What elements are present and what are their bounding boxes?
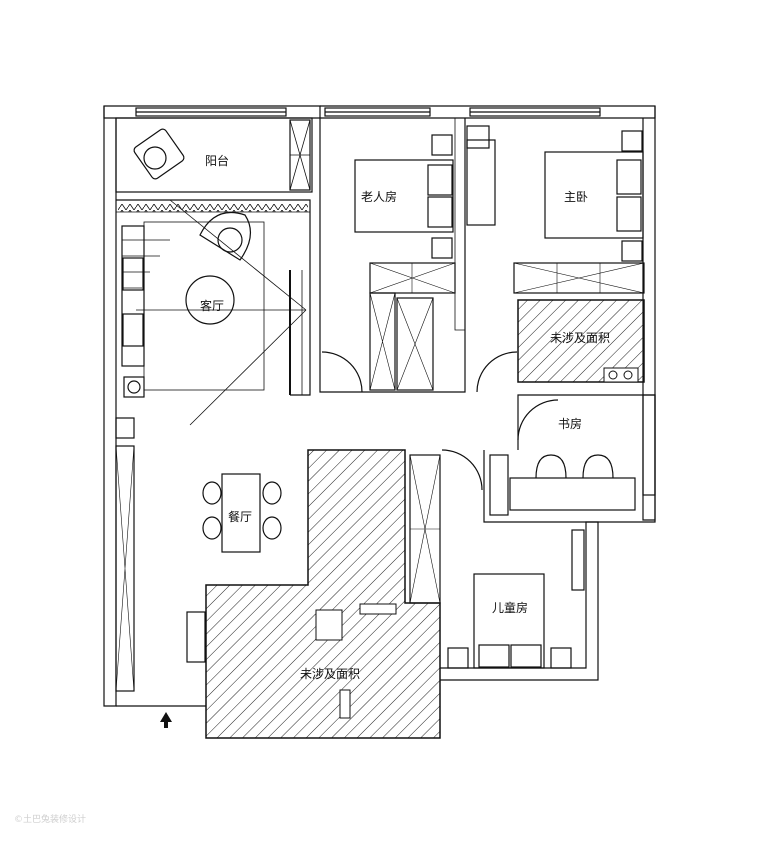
room-label-children-room: 儿童房	[492, 600, 528, 615]
balcony-curtain	[118, 204, 308, 212]
door-swing	[441, 449, 483, 491]
outer-wall	[642, 106, 656, 521]
study-chair	[535, 454, 567, 479]
room-label-master-bedroom: 主卧	[564, 190, 588, 204]
room-label-dining-room: 餐厅	[228, 509, 252, 524]
lamp-left	[123, 376, 145, 398]
bedside-lamp	[431, 237, 453, 259]
children-bed	[473, 573, 545, 669]
bedside-lamp	[550, 647, 572, 669]
sofa	[121, 225, 145, 367]
study-desk	[509, 477, 636, 511]
study-chair	[582, 454, 614, 479]
unbuilt-area-2	[205, 449, 441, 739]
sofa-cushion	[122, 257, 144, 291]
master-wardrobe-column	[466, 139, 496, 226]
chair	[202, 481, 222, 505]
outer-wall	[103, 106, 117, 707]
master-bed	[544, 151, 644, 239]
bedside-lamp	[431, 134, 453, 156]
room-label-unbuilt-area: 未涉及面积	[300, 667, 360, 681]
sofa-cushion	[122, 313, 144, 347]
dining-table	[221, 473, 261, 553]
room-label-balcony: 阳台	[205, 153, 229, 168]
bedside-lamp	[621, 240, 643, 262]
elder-room-wall	[319, 118, 466, 393]
door-swing	[517, 399, 559, 441]
door-swing	[321, 351, 363, 393]
door-swing	[476, 351, 518, 393]
chair	[202, 516, 222, 540]
armchair	[199, 211, 251, 261]
washing-machine	[133, 128, 185, 180]
elder-wardrobe	[369, 262, 456, 294]
chair	[262, 481, 282, 505]
bedside-lamp	[621, 130, 643, 152]
coffee-table	[185, 275, 235, 325]
room-label-living-room: 客厅	[200, 298, 224, 313]
bathroom-cabinet	[396, 297, 434, 391]
room-label-study: 书房	[558, 416, 582, 431]
bedside-lamp	[447, 647, 469, 669]
balcony-area	[115, 117, 313, 193]
elder-bed	[354, 159, 454, 233]
study-shelf	[489, 454, 509, 516]
watermark: ©土巴兔装修设计	[14, 813, 86, 825]
entry-plant	[186, 611, 206, 663]
tv-cabinet	[115, 417, 135, 439]
chair	[262, 516, 282, 540]
tv-cabinet	[115, 445, 135, 692]
master-wardrobe	[513, 262, 645, 294]
rug	[143, 221, 265, 391]
entry-arrow-icon	[160, 712, 172, 728]
room-label-unbuilt-area: 未涉及面积	[550, 331, 610, 345]
living-wall	[116, 199, 311, 396]
room-label-elder-room: 老人房	[361, 189, 397, 204]
elder-closet	[369, 292, 396, 391]
